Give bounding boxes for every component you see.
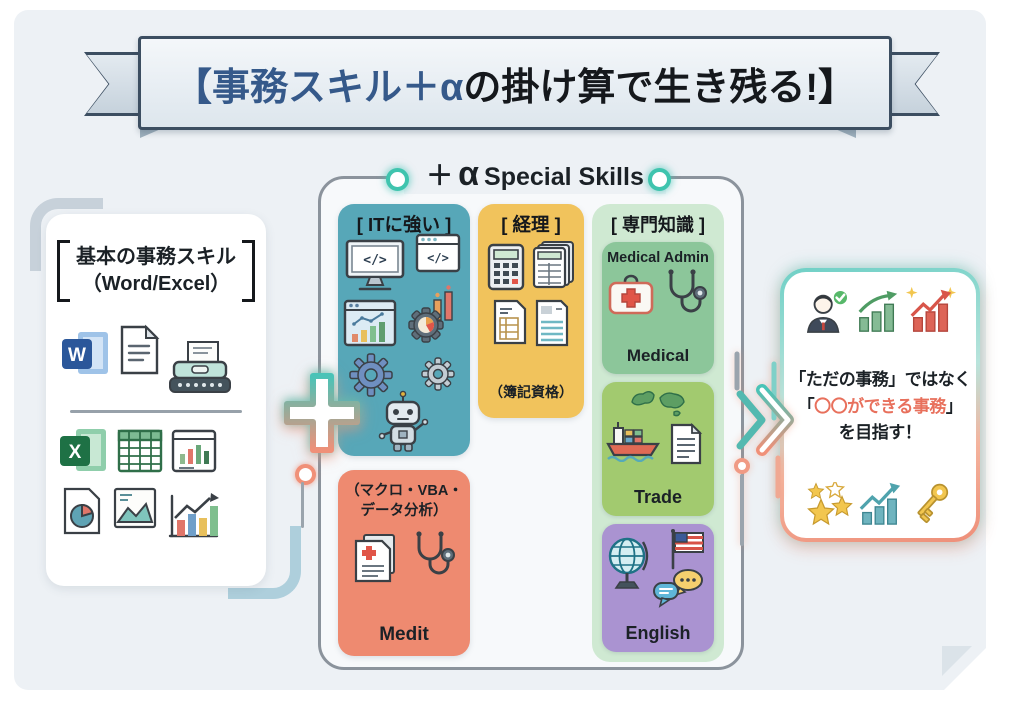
word-icon: W — [62, 332, 108, 374]
word-icons-row: W — [58, 310, 234, 398]
plus-connector — [284, 373, 360, 453]
macro-label: Medit — [379, 624, 429, 645]
globe-icon — [608, 537, 649, 589]
gear-small-icon — [421, 357, 455, 391]
special-skills-header: ＋ α Special Skills — [404, 154, 666, 194]
connector-pin — [295, 464, 316, 485]
first-aid-kit-icon — [608, 274, 654, 315]
ledger-icon — [532, 241, 574, 289]
trade-box: Trade — [602, 382, 714, 516]
medical-documents-icon — [354, 534, 395, 583]
svg-text:</>: </> — [363, 253, 387, 268]
accounting-note: （簿記資格） — [489, 384, 573, 400]
document-icon — [120, 324, 160, 375]
basic-skills-title: 基本の事務スキル （Word/Excel） — [76, 246, 236, 295]
svg-text:</>: </> — [427, 251, 449, 265]
connector-ring-right — [648, 168, 671, 191]
stethoscope-icon — [416, 531, 455, 575]
pie-document-icon — [63, 487, 101, 535]
cargo-ship-icon — [606, 422, 661, 462]
goal-highlight: 〇〇ができる事務 — [814, 396, 946, 416]
page-title-highlight: 【事務スキル＋α — [173, 66, 464, 109]
goal-card: 「ただの事務」ではなく 「〇〇ができる事務」 を目指す！ — [780, 268, 980, 542]
world-map-icon — [631, 391, 685, 417]
robot-icon — [378, 390, 429, 452]
trade-document-icon — [670, 422, 703, 465]
window-code-icon: </> — [415, 233, 461, 273]
connector-line — [301, 482, 304, 528]
receipt-icon — [535, 299, 569, 347]
accounting-header: [ 経理 ] — [501, 214, 561, 235]
title-banner: 【事務スキル＋αの掛け算で生き残る!】 — [138, 36, 892, 130]
english-label: English — [625, 623, 691, 643]
chart-window-icon — [171, 429, 217, 473]
goal-icons-bottom — [807, 480, 953, 526]
expert-knowledge-box: [ 専門知識 ] Medical Admin Medical — [592, 204, 724, 662]
key-icon — [917, 483, 949, 523]
macro-box: （マクロ・VBA・ データ分析） Medit — [338, 470, 470, 656]
english-box: English — [602, 524, 714, 652]
page-title: 【事務スキル＋αの掛け算で生き残る!】 — [173, 66, 857, 109]
basic-skills-card: 基本の事務スキル （Word/Excel） W — [46, 214, 266, 586]
svg-text:X: X — [69, 442, 82, 463]
speech-bubbles-icon — [653, 569, 703, 608]
medical-box: Medical Admin Medical — [602, 242, 714, 374]
monitor-code-icon: </> — [345, 239, 405, 291]
excel-icons-row: X — [56, 424, 218, 478]
card-fold-flap — [942, 646, 972, 676]
bracket-left — [57, 240, 70, 302]
spreadsheet-icon — [117, 429, 163, 473]
goal-line3: を目指す！ — [838, 423, 922, 443]
gear-icon — [349, 353, 393, 397]
calculator-icon — [487, 243, 525, 291]
gear-chart-icon — [408, 285, 453, 343]
expert-knowledge-header: [ 専門知識 ] — [611, 215, 705, 235]
connector-ring-left — [386, 168, 409, 191]
bar-growth-icon — [168, 493, 219, 538]
accounting-box: [ 経理 ] （簿記資格） — [478, 204, 584, 418]
goal-text: 「ただの事務」ではなく 「〇〇ができる事務」 を目指す！ — [789, 367, 971, 446]
goal-line1: 「ただの事務」ではなく — [789, 370, 971, 390]
corner-decoration-top-left — [30, 198, 103, 271]
macro-note: （マクロ・VBA・ データ分析） — [345, 483, 463, 519]
svg-text:W: W — [68, 345, 86, 366]
businessman-check-icon — [806, 288, 850, 333]
invoice-icon — [493, 299, 527, 345]
growth-chart-green-icon — [858, 290, 898, 332]
image-chart-icon — [113, 487, 157, 529]
bracket-right — [242, 240, 255, 302]
arrow-connector — [734, 351, 794, 546]
typewriter-icon — [169, 341, 231, 393]
goal-icons-top — [802, 284, 958, 334]
chart-icons-row — [60, 486, 220, 540]
growth-chart-teal-icon — [859, 482, 901, 525]
medical-title: Medical Admin — [607, 250, 709, 266]
stethoscope-icon — [668, 269, 707, 313]
stars-icon — [807, 482, 853, 526]
it-skills-header: [ ITに強い ] — [356, 214, 452, 235]
excel-icon: X — [60, 429, 106, 471]
window-chart-icon — [343, 299, 397, 347]
us-flag-icon — [671, 529, 704, 570]
corner-decoration-bottom-right — [228, 526, 301, 599]
divider — [70, 410, 242, 413]
growth-chart-red-icon — [905, 286, 957, 332]
goal-line2: 「〇〇ができる事務」 — [797, 396, 963, 416]
medical-label: Medical — [626, 346, 690, 365]
trade-label: Trade — [633, 487, 683, 507]
